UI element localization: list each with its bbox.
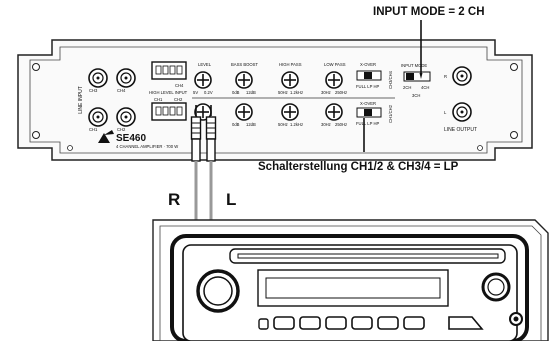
mode-4ch-label: 4CH [421,85,429,90]
bass-boost-label: BASS BOOST [231,62,258,67]
rca-output-r [452,66,472,86]
channel-right-label: R [168,190,180,209]
xover-ch12-label: CH1/CH2 [388,104,393,123]
high-level-input-label: HIGH LEVEL INPUT [149,90,188,95]
lp-min-label: 30Hz [321,90,331,95]
high-level-connector-ch34 [151,61,187,80]
lp-max-label: 250Hz [335,90,347,95]
volume-knob [196,269,240,313]
high-pass-knob-ch34 [281,71,299,89]
high-level-ch1-label: CH1 [154,97,163,102]
level-label: LEVEL [198,62,212,67]
high-level-ch4-label: CH4 [175,83,184,88]
level-max-label: 0.2V [204,90,213,95]
rca-ch4-label: CH4 [117,88,126,93]
switch-setting-callout: Schalterstellung CH1/2 & CH3/4 = LP [258,161,459,173]
hp-min-label: 50Hz [278,90,288,95]
mounting-hole-icon [510,131,518,139]
rca-ch2-label: CH2 [117,127,126,132]
amplifier-subtitle: 4 CHANNEL AMPLIFIER · 700 W [116,144,178,149]
preset-button-5 [351,316,373,330]
rca-input-ch3 [88,68,108,88]
preset-button-6 [377,316,399,330]
rca-input-ch2 [116,107,136,127]
low-pass-knob-ch12 [325,103,343,121]
rca-input-ch1 [88,107,108,127]
output-r-label: R [444,74,447,79]
hp-max-label: 1.2kHz [290,90,303,95]
amplifier-panel: LINE INPUT CH3 CH4 CH1 CH2 [17,39,533,161]
bass-min-label: 0dB [232,90,240,95]
low-pass-knob-ch34 [325,71,343,89]
high-level-ch2-label: CH2 [174,97,183,102]
preset-button-3 [299,316,321,330]
rca-output-l [452,102,472,122]
bass-min-label-2: 0dB [232,122,240,127]
hp-max-label-2: 1.2kHz [290,122,303,127]
screw-icon [67,145,73,151]
mounting-hole-icon [32,131,40,139]
xover-switch-ch34 [356,70,382,81]
level-min-label: 5V [193,90,198,95]
rca-input-ch4 [116,68,136,88]
xover-options-ch34: FULL LP HP [356,84,379,89]
hp-min-label-2: 50Hz [278,122,288,127]
input-mode-switch [403,71,431,82]
preset-button-4 [325,316,347,330]
input-mode-label: INPUT MODE [401,63,427,68]
xover-label-ch12: X-OVER [360,101,376,106]
xover-label-ch34: X-OVER [360,62,376,67]
high-pass-knob-ch12 [281,103,299,121]
preset-button-1 [258,318,269,330]
level-knob-ch34 [194,71,212,89]
power-button-icon [509,312,523,326]
low-pass-label: LOW PASS [324,62,346,67]
input-mode-callout: INPUT MODE = 2 CH [373,6,485,18]
high-level-connector-ch12 [151,102,187,121]
bass-boost-knob-ch12 [235,103,253,121]
output-l-label: L [444,110,447,115]
input-mode-arrow-icon [419,73,423,79]
bass-boost-knob-ch34 [235,71,253,89]
rca-cable-left [205,105,217,222]
high-pass-label: HIGH PASS [279,62,302,67]
rca-cable-right [190,105,202,222]
esx-logo-icon [98,130,114,143]
xover-switch-ch12 [356,107,382,118]
xover-options-ch12: FULL LP HP [356,121,379,126]
head-unit [152,219,549,341]
preset-button-7 [403,316,425,330]
preset-button-2 [273,316,295,330]
level-knob-ch12 [194,103,212,121]
mode-2ch-label: 2CH [403,85,411,90]
eject-button [448,316,484,330]
screw-icon [477,145,483,151]
line-output-label: LINE OUTPUT [444,127,477,133]
line-input-label: LINE INPUT [78,86,84,114]
rca-ch1-label: CH1 [89,127,98,132]
mode-3ch-label: 3CH [412,93,420,98]
amplifier-model: SE460 [116,133,146,144]
lp-min-label-2: 30Hz [321,122,331,127]
tuner-knob [481,272,511,302]
rca-ch3-label: CH3 [89,88,98,93]
lp-max-label-2: 250Hz [335,122,347,127]
mounting-hole-icon [510,63,518,71]
mounting-hole-icon [32,63,40,71]
bass-max-label: 12dB [246,90,256,95]
bass-max-label-2: 12dB [246,122,256,127]
channel-left-label: L [226,190,236,209]
xover-ch34-label: CH3/CH4 [388,70,393,89]
